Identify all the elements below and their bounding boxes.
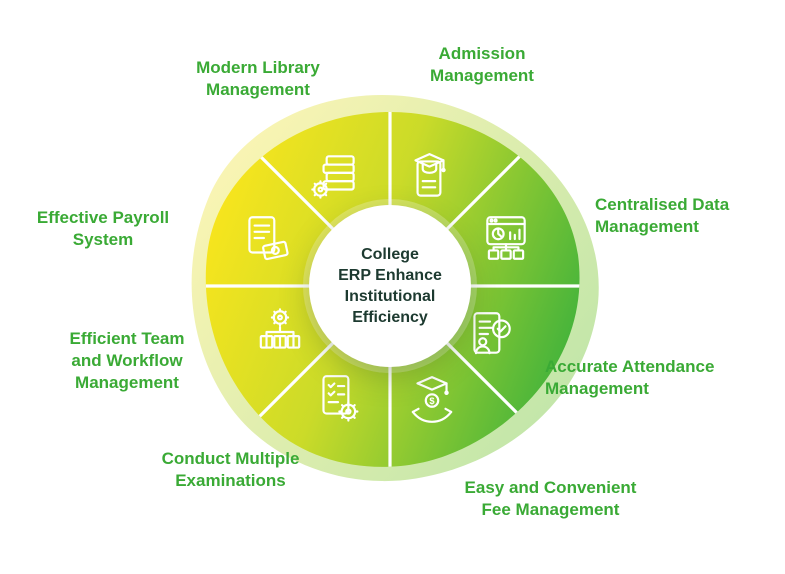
center-title: College ERP Enhance Institutional Effici… — [338, 245, 442, 327]
label-examinations: Conduct Multiple Examinations — [161, 449, 300, 491]
data-dashboard-icon — [486, 216, 526, 260]
exam-checklist-gear-icon — [322, 375, 359, 422]
label-centralised-data: Centralised Data Management — [595, 195, 730, 237]
svg-text:$: $ — [429, 396, 435, 406]
fee-hand-cap-icon: $ — [411, 376, 453, 423]
label-fee-management: Easy and Convenient Fee Management — [464, 478, 637, 520]
center-circle: College ERP Enhance Institutional Effici… — [309, 205, 471, 367]
label-admission: Admission Management — [430, 44, 534, 86]
library-books-icon — [311, 155, 355, 199]
label-team-workflow: Efficient Team and Workflow Management — [69, 329, 185, 393]
admission-document-cap-icon — [414, 153, 446, 197]
attendance-checklist-icon — [473, 312, 511, 355]
payroll-document-money-icon — [248, 216, 289, 261]
label-payroll: Effective Payroll System — [36, 208, 170, 250]
workflow-gear-boxes-icon — [259, 308, 301, 349]
label-accurate-attendance: Accurate Attendance Management — [545, 357, 715, 399]
label-modern-library: Modern Library Management — [196, 58, 320, 100]
